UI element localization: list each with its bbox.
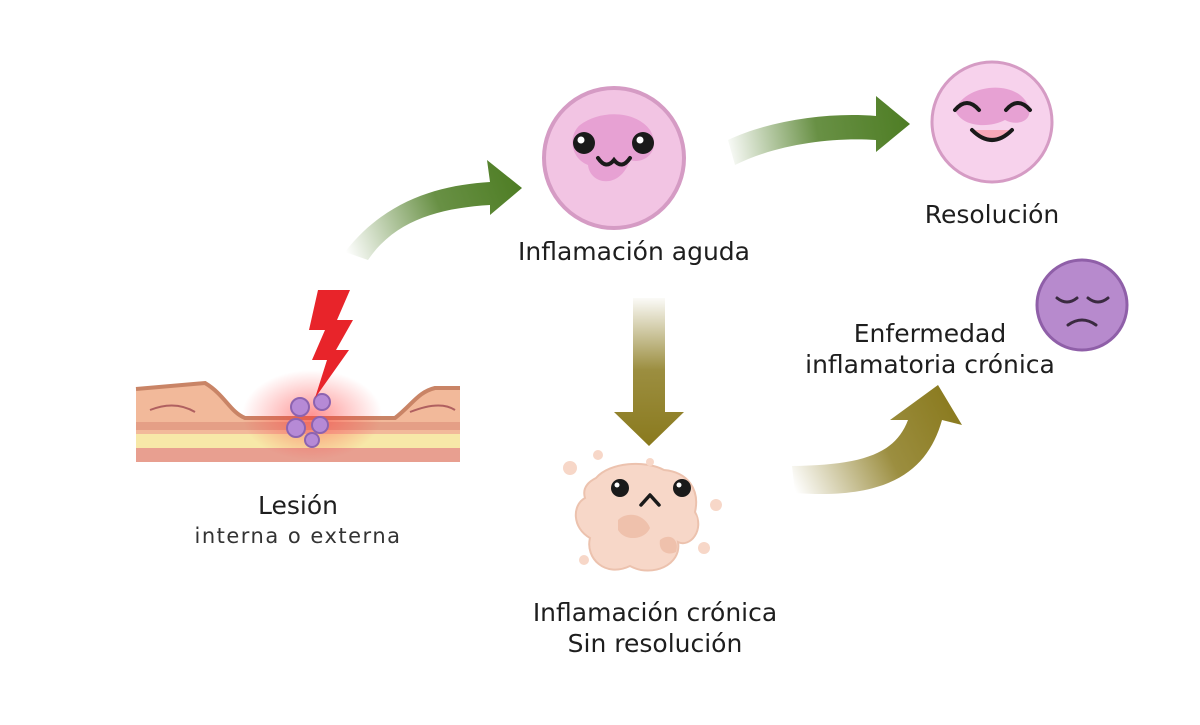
chronic-inflammation-line1: Inflamación crónica <box>532 598 778 627</box>
arrow-chronic-to-disease <box>792 385 962 495</box>
arrow-lesion-to-acute <box>345 160 522 260</box>
lesion-subtitle: interna o externa <box>194 524 402 548</box>
chronic-cell-icon <box>563 450 722 572</box>
chronic-inflammation-label: Inflamación crónica Sin resolución <box>485 597 825 659</box>
lesion-label: Lesión interna o externa <box>148 490 448 552</box>
chronic-inflammation-line2: Sin resolución <box>567 629 743 658</box>
acute-cell-icon <box>542 86 686 230</box>
skin-lesion-icon <box>135 370 460 462</box>
chronic-disease-line2: inflamatoria crónica <box>805 350 1055 379</box>
arrow-acute-to-chronic <box>614 298 684 446</box>
acute-inflammation-label: Inflamación aguda <box>518 237 750 266</box>
chronic-disease-line1: Enfermedad <box>853 319 1007 348</box>
lightning-icon <box>309 290 353 398</box>
lesion-title: Lesión <box>258 491 338 520</box>
arrow-acute-to-resolution <box>728 96 910 165</box>
sad-cell-icon <box>1035 258 1129 352</box>
chronic-disease-label: Enfermedad inflamatoria crónica <box>770 318 1090 380</box>
resolution-label: Resolución <box>924 200 1060 229</box>
resolution-cell-icon <box>930 60 1054 184</box>
